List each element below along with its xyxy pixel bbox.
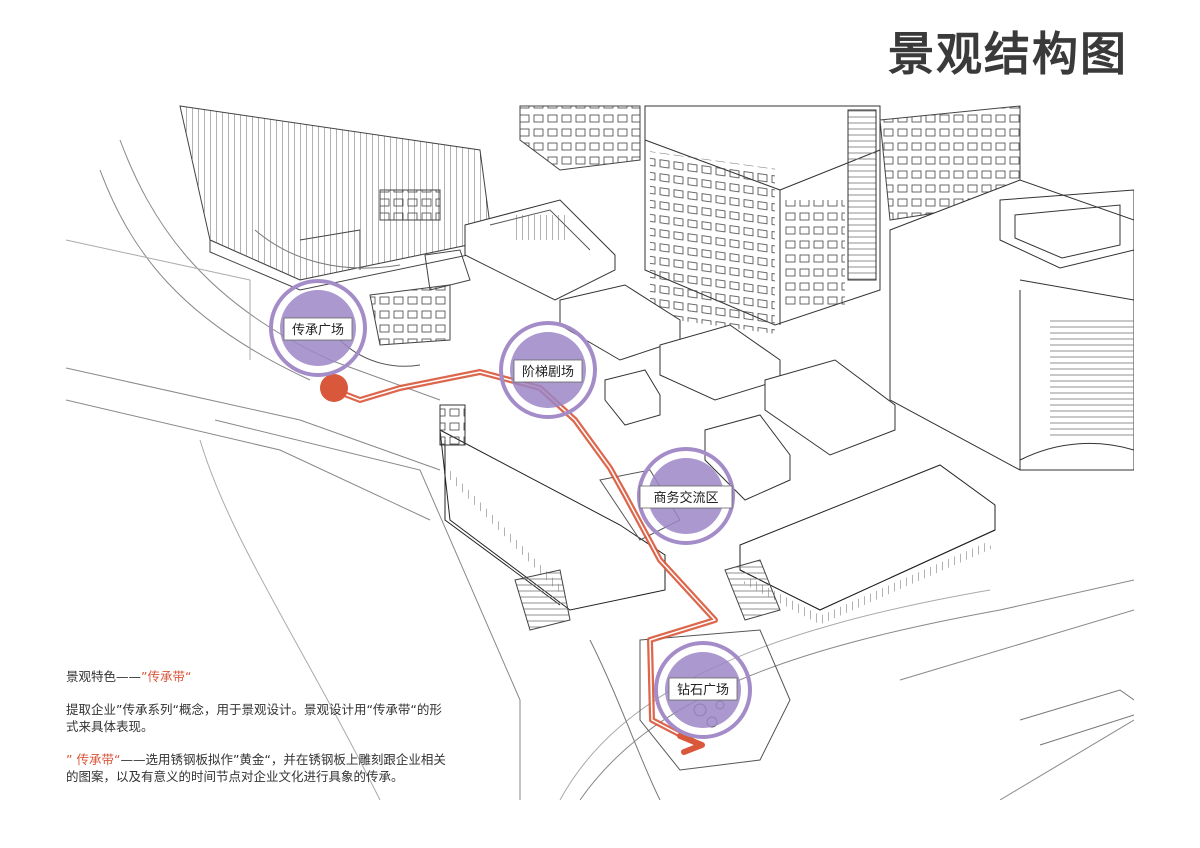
zone-label: 传承广场 [292, 323, 344, 338]
zone-label: 商务交流区 [653, 490, 718, 506]
path-start-dot [320, 374, 348, 402]
heritage-path [331, 369, 718, 755]
heading-accent: ”传承带“ [141, 669, 192, 684]
zone-marker-diamond-square: 钻石广场 [654, 641, 752, 739]
description-heading: 景观特色——”传承带“ [66, 668, 446, 685]
zone-label: 钻石广场 [677, 683, 729, 698]
para2-accent: ” 传承带“ [66, 752, 121, 767]
description-block: 景观特色——”传承带“ 提取企业”传承系列“概念，用于景观设计。景观设计用“传承… [66, 668, 446, 801]
zone-marker-business-exchange: 商务交流区 [637, 447, 735, 545]
path-arrow [677, 733, 705, 755]
para2-rest: ——选用锈钢板拟作”黄金“，并在锈钢板上雕刻跟企业相关的图案，以及有意义的时间节… [66, 752, 446, 784]
page-title: 景观结构图 [888, 27, 1128, 81]
base-map [66, 105, 1134, 800]
zone-label: 阶梯剧场 [522, 365, 574, 380]
zone-marker-stepped-theater: 阶梯剧场 [499, 321, 597, 419]
description-paragraph-2: ” 传承带“——选用锈钢板拟作”黄金“，并在锈钢板上雕刻跟企业相关的图案，以及有… [66, 751, 446, 785]
description-paragraph-1: 提取企业”传承系列“概念，用于景观设计。景观设计用“传承带“的形式来具体表现。 [66, 702, 442, 734]
heading-prefix: 景观特色—— [66, 669, 142, 684]
zone-marker-heritage-square: 传承广场 [269, 279, 367, 377]
